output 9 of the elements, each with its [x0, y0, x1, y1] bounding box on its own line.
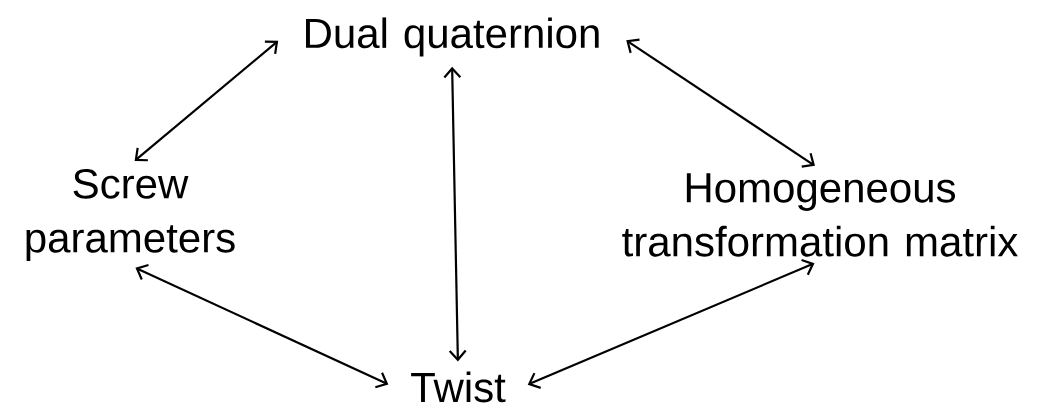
- arrow: [626, 38, 815, 168]
- node-label: Dual quaternion: [306, 17, 599, 57]
- node-label: Twist: [411, 371, 506, 403]
- arrow: [527, 258, 815, 389]
- arrow: [443, 66, 467, 362]
- arrow: [134, 40, 279, 162]
- node-label: Screw parameters: [26, 168, 235, 261]
- arrow: [135, 263, 389, 389]
- node-label: Homogeneous transformation matrix: [622, 173, 1018, 257]
